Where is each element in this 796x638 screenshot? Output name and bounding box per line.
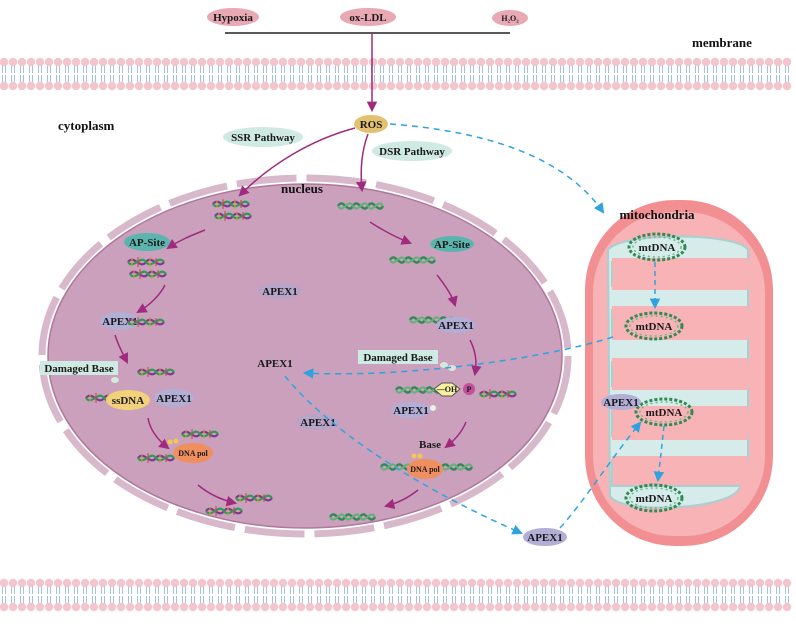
svg-text:AP-Site: AP-Site	[434, 239, 470, 251]
ros-to-ssr-arrow	[238, 127, 356, 197]
mito-arrow-2	[653, 425, 665, 483]
apex1-cytoplasm: APEX1	[523, 528, 567, 546]
ssr-arrow-1	[166, 229, 206, 250]
ssr-arrow-4	[147, 417, 170, 450]
apex1-center-2: APEX1	[257, 358, 292, 370]
damaged-base-badge-right: Damaged Base	[358, 350, 438, 364]
ap-site-badge-right: AP-Site	[430, 236, 474, 252]
dsr-arrow-2	[436, 274, 458, 308]
cytoplasm-to-mito-arrow	[559, 421, 642, 529]
mtdna-ring-3: mtDNA	[634, 397, 694, 427]
svg-text:Damaged Base: Damaged Base	[44, 363, 113, 375]
ap-site-badge-left: AP-Site	[124, 233, 170, 251]
cytoplasm-label: cytoplasm	[58, 118, 115, 133]
svg-text:SSR Pathway: SSR Pathway	[231, 132, 295, 144]
apex1-left-2: APEX1	[154, 389, 194, 407]
damaged-base-dot	[111, 377, 119, 383]
nucleotide-dot	[411, 453, 417, 459]
ros-to-mito-arrow	[389, 123, 605, 214]
stimulus-h2o2: H₂O₂	[492, 10, 528, 26]
svg-text:APEX1: APEX1	[262, 286, 297, 298]
svg-text:ssDNA: ssDNA	[112, 395, 144, 407]
mtdna-ring-1: mtDNA	[627, 232, 687, 262]
membrane-label: membrane	[692, 35, 752, 50]
top-membrane	[0, 57, 792, 91]
svg-text:APEX1: APEX1	[527, 532, 562, 544]
base-label: Base	[419, 439, 441, 451]
nucleotide-dot	[173, 438, 179, 444]
apex1-mito: APEX1	[601, 394, 641, 410]
ssr-arrow-3	[114, 334, 128, 364]
nucleus-to-cytoplasm-arrow	[284, 375, 523, 535]
svg-text:—OH: —OH	[436, 385, 458, 394]
dsr-arrow-3	[469, 339, 482, 377]
svg-text:DNA pol: DNA pol	[178, 449, 208, 458]
ssr-arrow-5	[197, 484, 238, 507]
mitochondrion	[585, 200, 773, 546]
ssr-pathway-badge: SSR Pathway	[223, 127, 303, 147]
nucleotide-dot	[417, 453, 423, 459]
svg-text:APEX1: APEX1	[156, 393, 191, 405]
svg-text:ROS: ROS	[360, 119, 383, 131]
svg-text:APEX1: APEX1	[102, 316, 137, 328]
damaged-base-dot-right	[440, 362, 448, 368]
svg-text:P: P	[467, 385, 472, 394]
stimulus-hypoxia: Hypoxia	[207, 8, 259, 26]
svg-text:APEX1: APEX1	[438, 320, 473, 332]
svg-text:Damaged Base: Damaged Base	[363, 352, 432, 364]
ros-node: ROS	[354, 115, 388, 133]
damaged-base-badge-left: Damaged Base	[40, 361, 118, 375]
phosphate-badge: P	[463, 383, 475, 395]
ros-to-dsr-arrow	[355, 133, 369, 193]
svg-text:mtDNA: mtDNA	[636, 493, 673, 505]
dna-pol-right: DNA pol	[407, 459, 443, 479]
damaged-base-dot-right	[448, 365, 456, 371]
svg-text:mtDNA: mtDNA	[639, 242, 676, 254]
dsr-arrow-1	[369, 221, 412, 245]
mtdna-ring-2: mtDNA	[624, 311, 684, 341]
nucleus	[38, 174, 572, 538]
svg-text:AP-Site: AP-Site	[129, 237, 165, 249]
nucleotide-dot	[167, 439, 173, 445]
dsr-arrow-5	[383, 489, 419, 510]
mtdna-ring-4: mtDNA	[624, 483, 684, 513]
apex1-center-3: APEX1	[296, 414, 340, 430]
svg-text:ox-LDL: ox-LDL	[349, 12, 386, 24]
svg-text:DSR Pathway: DSR Pathway	[379, 146, 445, 158]
dna-pol-left: DNA pol	[173, 443, 213, 463]
oh-hexagon: —OH	[433, 382, 461, 397]
mitochondria-label: mitochondria	[619, 207, 695, 222]
ssdna-badge: ssDNA	[106, 390, 150, 410]
svg-text:H₂O₂: H₂O₂	[501, 14, 519, 23]
apex1-right-2: APEX1	[391, 402, 431, 418]
mito-to-nucleus-arrow	[302, 336, 614, 379]
apex1-right-1: APEX1	[436, 317, 476, 333]
svg-text:APEX1: APEX1	[393, 405, 428, 417]
svg-text:Hypoxia: Hypoxia	[213, 12, 253, 24]
nucleotide-dot	[430, 405, 436, 411]
apex1-left-1: APEX1	[100, 312, 140, 330]
svg-text:mtDNA: mtDNA	[646, 407, 683, 419]
stimulus-ox-ldl: ox-LDL	[340, 8, 396, 26]
apex1-center-1: APEX1	[258, 283, 302, 299]
nucleus-label: nucleus	[281, 181, 323, 196]
ssr-arrow-2	[136, 284, 166, 314]
dsr-pathway-badge: DSR Pathway	[372, 141, 452, 161]
dsr-arrow-4	[444, 421, 467, 449]
svg-text:DNA pol: DNA pol	[410, 465, 440, 474]
svg-text:mtDNA: mtDNA	[636, 321, 673, 333]
bottom-membrane	[0, 578, 792, 612]
svg-text:APEX1: APEX1	[603, 397, 638, 409]
svg-text:APEX1: APEX1	[300, 417, 335, 429]
